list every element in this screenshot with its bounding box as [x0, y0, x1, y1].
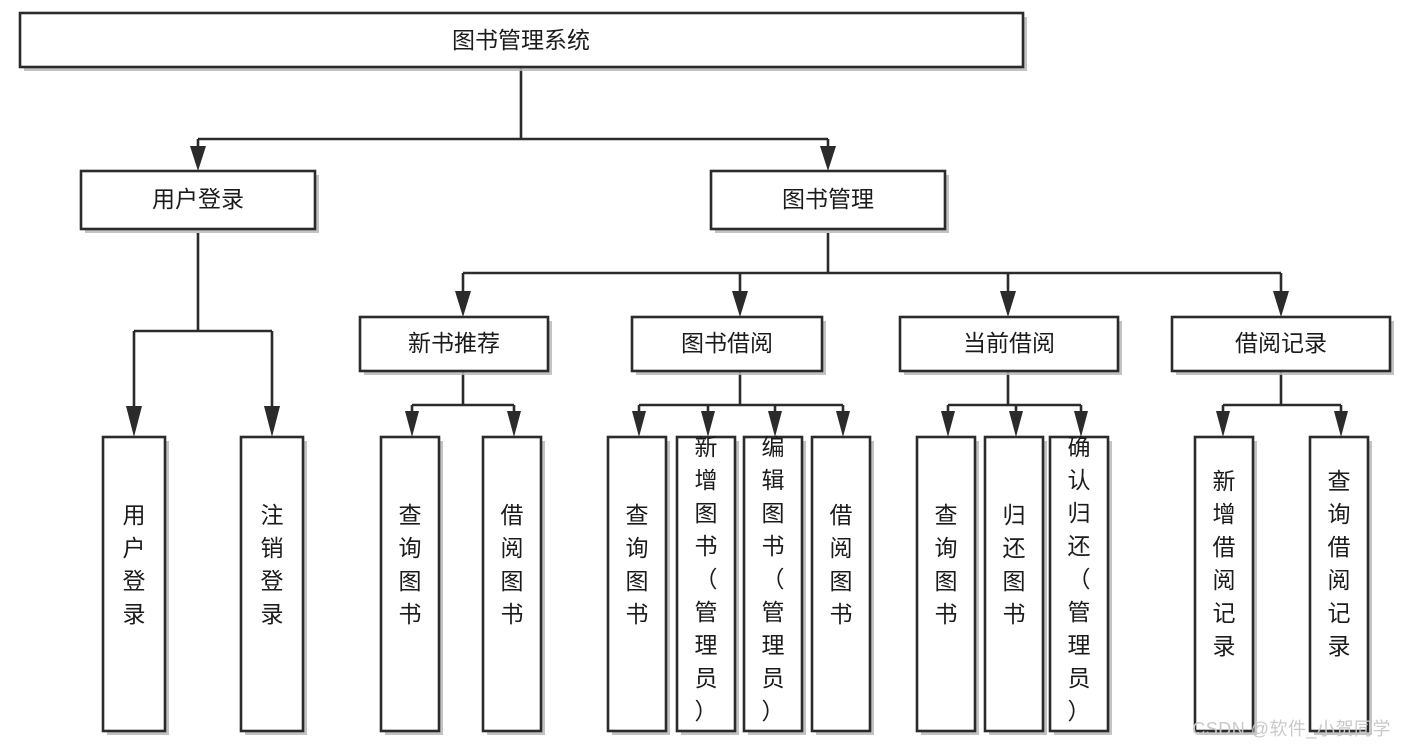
node-leaf-add-book[interactable]: 新增图书（管理员）	[675, 434, 739, 735]
arrowhead-leaf-query-book-1	[405, 411, 419, 437]
node-leaf-user-login-label: 用户登录	[123, 502, 146, 627]
node-borrow-record-box[interactable]	[1170, 315, 1392, 373]
node-borrow-record[interactable]: 借阅记录	[1170, 315, 1394, 375]
node-new-book-recommend[interactable]: 新书推荐	[358, 315, 552, 375]
node-current-borrow-box[interactable]	[898, 315, 1120, 373]
arrowhead-book-management	[820, 146, 836, 171]
node-root-label: 图书管理系统	[452, 27, 590, 53]
node-leaf-add-book-label: 新增图书（管理员）	[695, 434, 718, 724]
node-leaf-logout-label: 注销登录	[261, 502, 284, 627]
node-book-borrow-box[interactable]	[630, 315, 824, 373]
node-book-borrow[interactable]: 图书借阅	[630, 315, 826, 375]
arrowhead-new-book-recommend	[455, 291, 471, 317]
node-leaf-borrow-book-2[interactable]: 借阅图书	[810, 435, 874, 735]
node-leaf-edit-book-box[interactable]	[742, 435, 804, 733]
node-leaf-return-book[interactable]: 归还图书	[983, 435, 1047, 735]
node-leaf-confirm-return-label: 确认归还（管理员）	[1068, 434, 1091, 724]
arrowhead-leaf-return-book	[1009, 411, 1023, 437]
node-leaf-edit-book[interactable]: 编辑图书（管理员）	[742, 434, 806, 735]
node-leaf-borrow-book-1-box[interactable]	[481, 435, 543, 733]
node-leaf-query-record-label: 查询借阅记录	[1328, 468, 1351, 659]
node-leaf-borrow-book-2-label: 借阅图书	[830, 502, 853, 627]
node-user-login-label: 用户登录	[152, 186, 244, 212]
arrowhead-leaf-user-login	[126, 406, 142, 437]
node-leaf-add-record-label: 新增借阅记录	[1213, 468, 1236, 659]
node-leaf-query-record-box[interactable]	[1308, 435, 1370, 733]
arrowhead-leaf-add-record	[1216, 411, 1230, 437]
node-leaf-edit-book-label: 编辑图书（管理员）	[762, 434, 785, 724]
node-leaf-user-login-box[interactable]	[101, 435, 167, 733]
node-leaf-add-book-box[interactable]	[675, 435, 737, 733]
node-leaf-query-book-2-label: 查询图书	[626, 502, 649, 627]
node-book-management-label: 图书管理	[782, 186, 874, 212]
node-leaf-borrow-book-1[interactable]: 借阅图书	[481, 435, 545, 735]
node-leaf-logout-box[interactable]	[239, 435, 305, 733]
node-root[interactable]: 图书管理系统	[18, 11, 1027, 71]
node-borrow-record-label: 借阅记录	[1235, 330, 1327, 356]
arrowhead-book-borrow	[732, 291, 748, 317]
node-leaf-query-record[interactable]: 查询借阅记录	[1308, 435, 1372, 735]
node-leaf-confirm-return[interactable]: 确认归还（管理员）	[1048, 434, 1112, 735]
node-book-management[interactable]: 图书管理	[709, 169, 949, 233]
arrowhead-layer	[126, 146, 1348, 437]
arrowhead-leaf-add-book	[701, 411, 715, 437]
arrowhead-leaf-query-book-3	[941, 411, 955, 437]
node-leaf-borrow-book-1-label: 借阅图书	[501, 502, 524, 627]
node-leaf-return-book-box[interactable]	[983, 435, 1045, 733]
node-leaf-query-book-1[interactable]: 查询图书	[379, 435, 443, 735]
node-leaf-logout[interactable]: 注销登录	[239, 435, 307, 735]
node-new-book-recommend-label: 新书推荐	[408, 330, 500, 356]
node-current-borrow[interactable]: 当前借阅	[898, 315, 1122, 375]
arrowhead-leaf-confirm-return	[1074, 411, 1088, 437]
node-book-management-box[interactable]	[709, 169, 947, 231]
arrowhead-leaf-borrow-book-2	[836, 411, 850, 437]
node-leaf-borrow-book-2-box[interactable]	[810, 435, 872, 733]
arrowhead-leaf-edit-book	[768, 411, 782, 437]
node-leaf-add-record[interactable]: 新增借阅记录	[1193, 435, 1257, 735]
node-leaf-add-record-box[interactable]	[1193, 435, 1255, 733]
node-leaf-query-book-2[interactable]: 查询图书	[606, 435, 670, 735]
arrowhead-leaf-logout	[264, 406, 280, 437]
node-leaf-query-book-2-box[interactable]	[606, 435, 668, 733]
arrowhead-leaf-query-book-2	[632, 411, 646, 437]
node-leaf-confirm-return-box[interactable]	[1048, 435, 1110, 733]
node-current-borrow-label: 当前借阅	[963, 330, 1055, 356]
node-user-login[interactable]: 用户登录	[79, 169, 319, 233]
node-leaf-query-book-1-box[interactable]	[379, 435, 441, 733]
arrowhead-leaf-borrow-book-1	[507, 411, 521, 437]
node-leaf-return-book-label: 归还图书	[1003, 502, 1026, 627]
node-leaf-query-book-3-box[interactable]	[915, 435, 977, 733]
node-leaf-query-book-1-label: 查询图书	[399, 502, 422, 627]
node-leaf-query-book-3-label: 查询图书	[935, 502, 958, 627]
node-root-box[interactable]	[18, 11, 1025, 69]
arrowhead-user-login	[190, 146, 206, 171]
node-new-book-recommend-box[interactable]	[358, 315, 550, 373]
node-book-borrow-label: 图书借阅	[681, 330, 773, 356]
node-leaf-query-book-3[interactable]: 查询图书	[915, 435, 979, 735]
node-leaf-user-login[interactable]: 用户登录	[101, 435, 169, 735]
arrowhead-leaf-query-record	[1334, 411, 1348, 437]
arrowhead-current-borrow	[1000, 291, 1016, 317]
node-user-login-box[interactable]	[79, 169, 317, 231]
arrowhead-borrow-record	[1273, 291, 1289, 317]
